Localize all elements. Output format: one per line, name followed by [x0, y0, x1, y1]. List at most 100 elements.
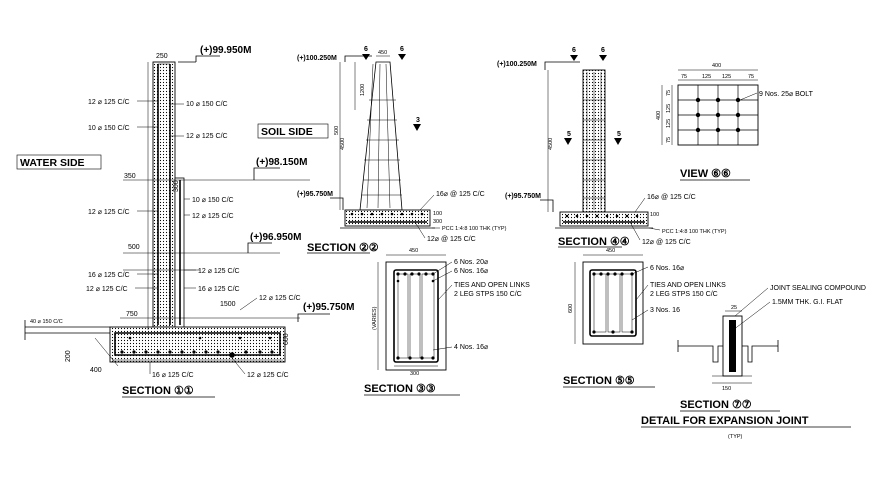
svg-text:(+)99.950M: (+)99.950M — [200, 45, 251, 56]
svg-text:450: 450 — [409, 248, 418, 254]
level-base: (+)95.750M — [297, 302, 354, 322]
section-4-4: 4500 100 6 6 5 5 (+)100.250M (+)95.750M … — [497, 47, 727, 248]
svg-text:450: 450 — [378, 50, 387, 56]
svg-text:400: 400 — [90, 367, 102, 374]
svg-text:(+)95.750M: (+)95.750M — [297, 191, 333, 198]
svg-text:4500: 4500 — [548, 138, 554, 150]
level-mid1: (+)98.150M — [253, 157, 307, 180]
svg-text:125: 125 — [666, 104, 672, 113]
svg-text:1200: 1200 — [360, 84, 366, 96]
svg-text:6: 6 — [601, 47, 605, 54]
svg-text:6: 6 — [364, 46, 368, 53]
svg-text:12 ⌀ 125 C/C: 12 ⌀ 125 C/C — [192, 213, 234, 220]
section-2-2-title: SECTION ②② — [307, 242, 379, 254]
svg-text:6 Nos. 16⌀: 6 Nos. 16⌀ — [650, 265, 684, 272]
svg-text:40 ⌀ 150 C/C: 40 ⌀ 150 C/C — [30, 319, 63, 325]
svg-text:75: 75 — [681, 74, 687, 80]
section-3-3-title: SECTION ③③ — [364, 383, 436, 395]
svg-text:9 Nos. 25⌀ BOLT: 9 Nos. 25⌀ BOLT — [759, 91, 814, 98]
svg-text:150: 150 — [722, 386, 731, 392]
svg-text:(+)98.150M: (+)98.150M — [256, 157, 307, 168]
bolt-pattern — [695, 97, 741, 133]
left-rebar-callouts: 12 ⌀ 125 C/C 10 ⌀ 150 C/C 12 ⌀ 125 C/C 1… — [86, 99, 158, 293]
svg-text:400: 400 — [712, 63, 721, 69]
svg-text:10 ⌀ 150 C/C: 10 ⌀ 150 C/C — [88, 125, 130, 132]
svg-text:12 ⌀ 125 C/C: 12 ⌀ 125 C/C — [247, 372, 289, 379]
section-4-4-title: SECTION ④④ — [558, 236, 630, 248]
svg-text:12 ⌀ 125 C/C: 12 ⌀ 125 C/C — [86, 286, 128, 293]
svg-text:(+)95.750M: (+)95.750M — [505, 193, 541, 200]
svg-text:600: 600 — [283, 333, 290, 345]
view-6-6-title: VIEW ⑥⑥ — [680, 168, 731, 180]
svg-text:1500: 1500 — [220, 301, 236, 308]
section-5-5-title: SECTION ⑤⑤ — [563, 375, 635, 387]
section-3-3: 450 (VARIES) 300 6 Nos. 20⌀ 6 Nos. 16⌀ T… — [364, 248, 530, 396]
svg-text:16 ⌀ 125 C/C: 16 ⌀ 125 C/C — [198, 286, 240, 293]
svg-text:300: 300 — [173, 180, 180, 192]
svg-text:600: 600 — [568, 304, 574, 313]
svg-text:10 ⌀ 150 C/C: 10 ⌀ 150 C/C — [186, 101, 228, 108]
water-side-label: WATER SIDE — [20, 157, 85, 169]
svg-text:75: 75 — [666, 90, 672, 96]
section-7-7: 150 25 JOINT SEALING COMPOUND 1.5MM THK.… — [641, 285, 866, 440]
svg-text:4 Nos. 16⌀: 4 Nos. 16⌀ — [454, 344, 488, 351]
svg-text:6: 6 — [572, 47, 576, 54]
svg-text:12 ⌀ 125 C/C: 12 ⌀ 125 C/C — [259, 295, 301, 302]
level-mid2: (+)96.950M — [247, 232, 301, 253]
svg-text:JOINT SEALING COMPOUND: JOINT SEALING COMPOUND — [770, 285, 866, 292]
svg-text:12 ⌀ 125 C/C: 12 ⌀ 125 C/C — [88, 99, 130, 106]
svg-text:100: 100 — [650, 212, 659, 218]
svg-text:75: 75 — [748, 74, 754, 80]
svg-text:(TYP): (TYP) — [728, 434, 743, 440]
svg-text:5: 5 — [567, 131, 571, 138]
svg-text:2 LEG STPS 150 C/C: 2 LEG STPS 150 C/C — [650, 291, 718, 298]
svg-text:75: 75 — [666, 137, 672, 143]
svg-text:16⌀ @ 125 C/C: 16⌀ @ 125 C/C — [436, 191, 485, 198]
svg-text:PCC 1:4:8 100 THK (TYP): PCC 1:4:8 100 THK (TYP) — [442, 226, 507, 232]
svg-text:PCC 1:4:8 100 THK (TYP): PCC 1:4:8 100 THK (TYP) — [662, 229, 727, 235]
svg-text:125: 125 — [666, 119, 672, 128]
svg-text:1.5MM THK. G.I. FLAT: 1.5MM THK. G.I. FLAT — [772, 299, 844, 306]
svg-text:300: 300 — [410, 371, 419, 377]
svg-text:12⌀ @ 125 C/C: 12⌀ @ 125 C/C — [427, 236, 476, 243]
section-1-1: (+)99.950M (+)98.150M (+)96.950M (+)95.7… — [16, 45, 354, 398]
svg-text:200: 200 — [65, 350, 72, 362]
svg-text:TIES AND OPEN LINKS: TIES AND OPEN LINKS — [454, 282, 530, 289]
view-6-6: 400 75 125 125 75 400 75 125 125 75 9 No… — [656, 63, 814, 181]
svg-text:450: 450 — [606, 248, 615, 254]
svg-text:400: 400 — [656, 111, 662, 120]
svg-text:750: 750 — [126, 311, 138, 318]
svg-text:125: 125 — [702, 74, 711, 80]
svg-text:3 Nos. 16: 3 Nos. 16 — [650, 307, 680, 314]
expansion-joint-subtitle: DETAIL FOR EXPANSION JOINT — [641, 415, 809, 427]
section-7-7-title: SECTION ⑦⑦ — [680, 399, 752, 411]
svg-text:3: 3 — [416, 117, 420, 124]
svg-text:12 ⌀ 125 C/C: 12 ⌀ 125 C/C — [186, 133, 228, 140]
section-5-5: 450 600 6 Nos. 16⌀ TIES AND OPEN LINKS 2… — [563, 248, 726, 388]
svg-text:6 Nos. 20⌀: 6 Nos. 20⌀ — [454, 259, 488, 266]
svg-text:(VARIES): (VARIES) — [372, 306, 378, 330]
svg-text:6: 6 — [400, 46, 404, 53]
slab-bars — [120, 336, 274, 358]
svg-text:2 LEG STPS 150 C/C: 2 LEG STPS 150 C/C — [454, 291, 522, 298]
svg-text:(+)100.250M: (+)100.250M — [297, 55, 337, 62]
svg-text:500: 500 — [334, 126, 340, 135]
svg-text:100: 100 — [433, 211, 442, 217]
section-2-2: 450 1200 4500 500 100 300 6 6 3 (+)100.2… — [297, 46, 507, 254]
svg-text:16 ⌀ 125 C/C: 16 ⌀ 125 C/C — [152, 372, 194, 379]
svg-text:4500: 4500 — [340, 138, 346, 150]
svg-text:16 ⌀ 125 C/C: 16 ⌀ 125 C/C — [88, 272, 130, 279]
svg-text:250: 250 — [156, 53, 168, 60]
svg-text:12 ⌀ 125 C/C: 12 ⌀ 125 C/C — [198, 268, 240, 275]
svg-text:300: 300 — [433, 219, 442, 225]
soil-side-label: SOIL SIDE — [261, 126, 313, 138]
svg-text:25: 25 — [731, 305, 737, 311]
svg-text:6 Nos. 16⌀: 6 Nos. 16⌀ — [454, 268, 488, 275]
svg-text:(+)96.950M: (+)96.950M — [250, 232, 301, 243]
svg-text:16⌀ @ 125 C/C: 16⌀ @ 125 C/C — [647, 194, 696, 201]
svg-text:12⌀ @ 125 C/C: 12⌀ @ 125 C/C — [642, 239, 691, 246]
section-1-1-title: SECTION ①① — [122, 385, 194, 397]
level-top: (+)99.950M — [178, 45, 251, 63]
right-rebar-callouts: 10 ⌀ 150 C/C 12 ⌀ 125 C/C 10 ⌀ 150 C/C 1… — [170, 101, 301, 311]
svg-text:350: 350 — [124, 173, 136, 180]
